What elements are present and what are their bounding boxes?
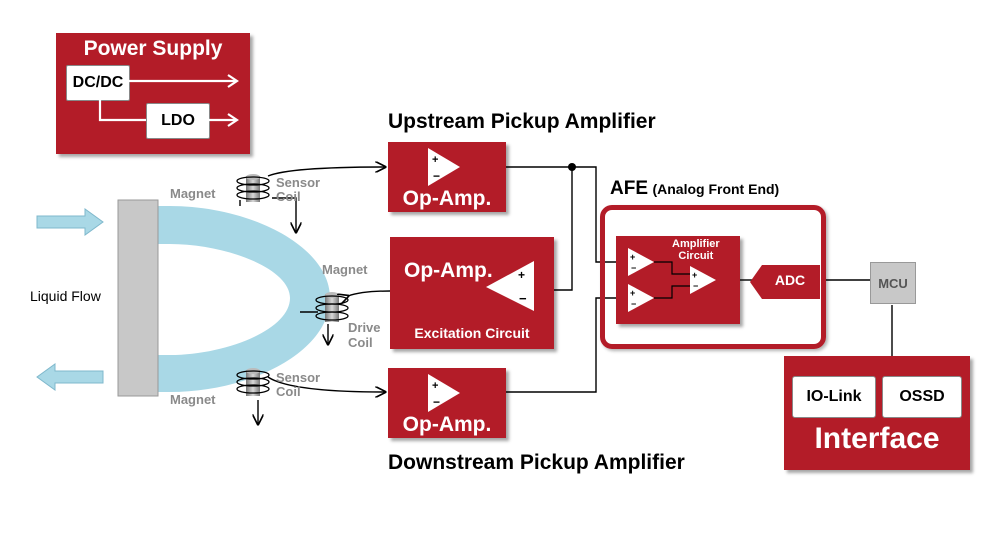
afe-title: AFE [610,178,648,199]
sensor-coil-bottom-line1: Sensor [276,370,321,385]
sensor-coil-top-line2: Coil [276,189,301,204]
io-link-box: IO-Link [792,376,876,418]
excitation-circuit-block: Op-Amp. + − Excitation Circuit [390,237,554,349]
magnet-top-label: Magnet [170,186,216,201]
afe-amplifier-symbols: +− +− +− [628,248,716,312]
upstream-opamp-label: Op-Amp. [402,187,492,210]
ossd-box: OSSD [882,376,962,418]
svg-text:+: + [630,288,635,298]
svg-text:+: + [432,380,438,392]
excitation-opamp-label: Op-Amp. [404,259,493,282]
sensor-coil-bottom-line2: Coil [276,384,301,399]
upstream-opamp-symbol: + − [428,148,460,186]
svg-text:−: − [519,291,527,306]
svg-text:−: − [631,299,636,309]
svg-text:+: + [692,270,697,280]
power-supply-block: Power Supply DC/DC LDO [56,33,250,154]
downstream-opamp-block: + − Op-Amp. [388,368,506,438]
downstream-opamp-label: Op-Amp. [402,413,492,436]
amplifier-circuit-block: Amplifier Circuit +− +− +− [616,236,740,324]
afe-heading: AFE (Analog Front End) [610,178,779,200]
inflow-arrow [36,208,104,236]
amplifier-circuit-line2: Circuit [678,250,714,262]
afe-subtitle: (Analog Front End) [652,181,780,197]
adc-symbol [740,265,820,299]
svg-text:+: + [432,154,438,166]
interface-block: IO-Link OSSD Interface [784,356,970,470]
downstream-opamp-symbol: + − [428,374,460,412]
upstream-title: Upstream Pickup Amplifier [388,110,656,133]
flow-tube [135,206,330,392]
interface-title: Interface [814,422,940,455]
liquid-flow-label: Liquid Flow [30,288,101,304]
adc-label: ADC [774,272,806,288]
svg-text:+: + [630,252,635,262]
sensor-coil-bottom-label: Sensor Coil [276,371,320,399]
svg-text:−: − [433,395,440,409]
mcu-box: MCU [870,262,916,304]
downstream-title: Downstream Pickup Amplifier [388,451,685,474]
excitation-caption: Excitation Circuit [414,325,530,341]
drive-coil-line2: Coil [348,335,373,350]
junction-dot [568,163,576,171]
manifold-block [117,199,159,397]
power-supply-title: Power Supply [83,37,223,60]
drive-coil-label: Drive Coil [348,320,381,350]
sensor-coil-bottom-graphic [236,368,270,396]
power-arrows [98,74,239,127]
magnet-mid-label: Magnet [322,262,368,277]
svg-text:−: − [433,169,440,183]
sensor-coil-top-label: Sensor Coil [276,176,320,204]
sensor-coil-top-line1: Sensor [276,175,321,190]
afe-frame [600,205,826,349]
sensor-coil-top-graphic [236,174,270,202]
svg-text:−: − [693,281,698,291]
magnet-bottom-label: Magnet [170,392,216,407]
amplifier-circuit-line1: Amplifier [672,238,720,250]
dcdc-box: DC/DC [66,65,130,101]
drive-coil-line1: Drive [348,320,381,335]
excitation-opamp-symbol: + − [486,261,534,311]
upstream-opamp-block: + − Op-Amp. [388,142,506,212]
svg-text:+: + [518,268,525,282]
outflow-arrow [36,363,104,391]
ldo-box: LDO [146,103,210,139]
amplifier-circuit-label: Amplifier Circuit [672,238,720,262]
svg-text:−: − [631,263,636,273]
